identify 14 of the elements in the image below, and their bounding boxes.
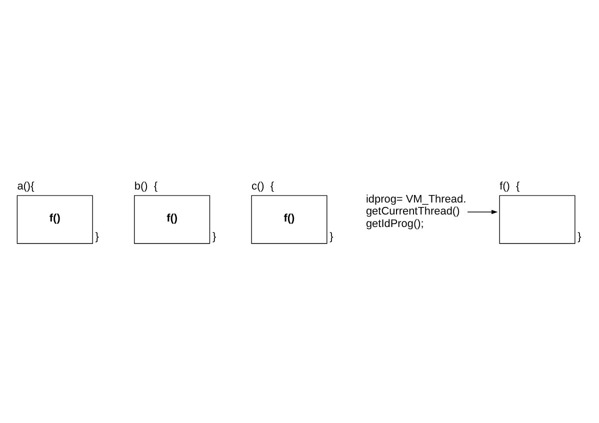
node-label: c() { xyxy=(252,180,274,192)
node-box: f() xyxy=(251,194,328,244)
arrow xyxy=(467,209,498,214)
node-label: f() { xyxy=(500,180,520,192)
node-text: idprog= VM_Thread. getCurrentThread() getIdProg(); xyxy=(366,192,466,230)
node-label: } xyxy=(330,230,334,242)
node-label: b() { xyxy=(134,180,158,192)
node-label: } xyxy=(578,230,582,242)
node-box xyxy=(499,194,576,244)
node-label: a(){ xyxy=(17,180,34,192)
node-box: f() xyxy=(134,194,210,244)
node-label: } xyxy=(95,230,99,242)
node-label: } xyxy=(212,230,216,242)
node-box: f() xyxy=(16,194,93,244)
